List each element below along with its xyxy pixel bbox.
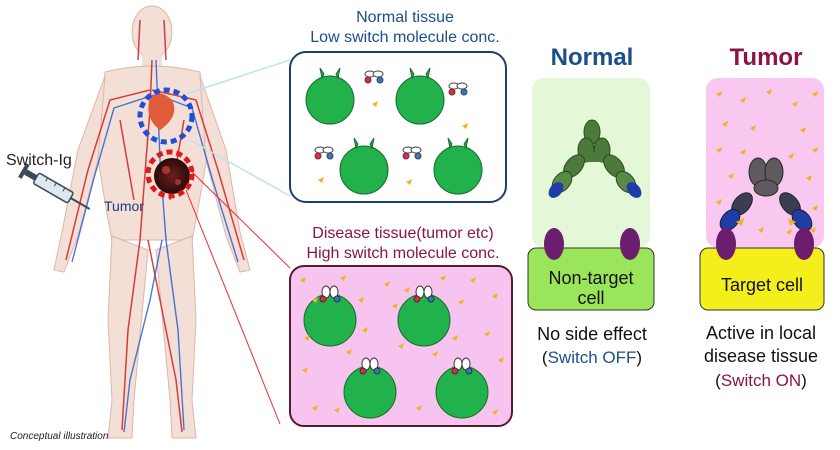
tumor-panel: [699, 78, 825, 311]
tumor-header: Tumor: [729, 44, 803, 71]
free-antibodies-normal: [314, 70, 468, 160]
nontarget-cell-label: Non-target cell: [528, 268, 654, 308]
normal-tissue-title: Normal tissue Low switch molecule conc.: [260, 8, 550, 48]
tumor-mass: [154, 158, 190, 194]
switch-on-line: (Switch ON): [686, 369, 836, 393]
normal-tissue-highlight: [137, 87, 195, 145]
normal-tissue-title-line1: Normal tissue: [356, 9, 454, 26]
normal-connector-line-2: [189, 139, 291, 197]
tumor-connector-line: [189, 169, 291, 269]
disease-tissue-box: [289, 265, 513, 427]
active-text: Active in local disease tissue: [686, 322, 836, 368]
switch-on-text: Switch ON: [720, 371, 802, 390]
caption: Conceptual illustration: [10, 431, 109, 442]
normal-panel: [527, 78, 655, 311]
switch-molecules-tumor: [300, 275, 504, 415]
normal-tissue-box: [289, 51, 507, 203]
switch-on-open-paren: (: [715, 371, 721, 390]
switch-molecules-normal: [318, 101, 468, 185]
target-cell-label: Target cell: [720, 275, 804, 295]
receptor-left-tumor: [716, 228, 736, 260]
human-body-illustration: [53, 5, 251, 439]
normal-tissue-title-line2: Low switch molecule conc.: [310, 29, 500, 46]
receptor-right-normal: [620, 228, 640, 260]
switch-off-close-paren: ): [636, 348, 643, 367]
disease-tissue-title: Disease tissue(tumor etc) High switch mo…: [258, 224, 548, 264]
disease-tissue-title-line2: High switch molecule conc.: [306, 245, 500, 262]
normal-connector-line: [185, 59, 291, 95]
no-side-effect-text: No side effect: [537, 324, 647, 344]
bound-antibodies-tumor: [319, 285, 473, 375]
active-text-line2: disease tissue: [703, 346, 819, 366]
nontarget-cell-label-line2: cell: [577, 288, 605, 308]
normal-cells: [305, 67, 483, 195]
switch-on-close-paren: ): [801, 371, 807, 390]
switch-off-open-paren: (: [541, 348, 548, 367]
tumor-connector-line-2: [185, 189, 281, 425]
receptor-right-tumor: [794, 228, 814, 260]
switch-off-line: (Switch OFF): [514, 346, 670, 370]
active-text-line1: Active in local: [705, 323, 817, 343]
normal-header: Normal: [550, 44, 634, 71]
antibody-switch-off: [548, 119, 642, 198]
nontarget-cell-label-line1: Non-target: [548, 268, 634, 288]
switch-off-text: Switch OFF: [547, 348, 637, 367]
tumor-tissue-highlight: [145, 149, 195, 199]
disease-tissue-title-line1: Disease tissue(tumor etc): [312, 225, 494, 242]
switch-ig-label: Switch-Ig: [6, 152, 72, 169]
receptor-left-normal: [544, 228, 564, 260]
target-cell: [699, 247, 825, 311]
antibody-switch-on: [719, 157, 813, 232]
syringe-icon: [18, 163, 91, 210]
tumor-location-label: Tumor: [104, 198, 144, 214]
nontarget-cell: [527, 247, 655, 311]
